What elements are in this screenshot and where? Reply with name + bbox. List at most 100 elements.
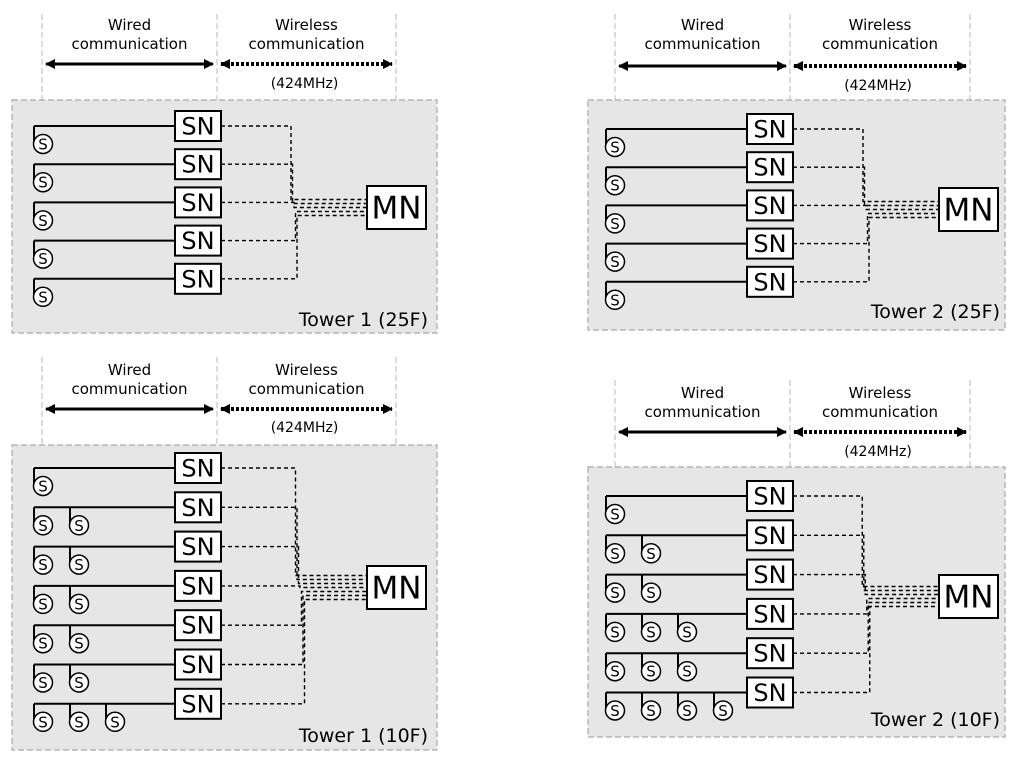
sensor-node: S: [676, 621, 698, 643]
sensor-label: S: [610, 291, 620, 309]
sub-node-box: [174, 530, 222, 563]
sensor-node: S: [32, 711, 54, 733]
main-node-box: [366, 565, 427, 610]
sub-node-label: SN: [181, 651, 214, 679]
main-node-box: [366, 185, 427, 230]
sub-node-label: SN: [753, 600, 786, 628]
wired-label: Wired: [108, 16, 151, 34]
sensor-label: S: [610, 623, 620, 641]
sensor-icon: [640, 582, 662, 603]
wired-label: Wired: [681, 16, 724, 34]
frequency-label: (424MHz): [271, 420, 339, 436]
wireless-link: [793, 597, 939, 615]
sensor-node: S: [604, 174, 626, 196]
wireless-link: [221, 125, 367, 201]
sensor-label: S: [38, 478, 48, 496]
sub-node-label: SN: [181, 189, 214, 217]
sub-node-label: SN: [753, 154, 786, 182]
sensor-label: S: [610, 506, 620, 524]
wired-label: Wired: [681, 384, 724, 402]
sensor-icon: [68, 672, 90, 693]
panel-background: [587, 99, 1006, 331]
main-node-label: MN: [944, 580, 994, 616]
sensor-label: S: [646, 663, 656, 681]
sub-node-box: [174, 609, 222, 642]
wireless-link: [221, 163, 367, 205]
wireless-label: Wireless: [275, 16, 338, 34]
sensor-label: S: [610, 663, 620, 681]
sub-node-box: [746, 113, 794, 145]
sub-node-label: SN: [181, 533, 214, 561]
sensor-icon: [676, 660, 698, 682]
sensor-icon: [676, 621, 698, 643]
sub-node: SN: [174, 491, 222, 524]
sensor-label: S: [682, 663, 692, 681]
sub-node-box: [746, 558, 794, 591]
wireless-link: [793, 166, 939, 207]
sensor-icon: [32, 475, 54, 497]
sensor-label: S: [74, 674, 84, 692]
sensor-node: S: [604, 136, 626, 158]
sensor-node: S: [676, 700, 698, 721]
sensor-label: S: [110, 713, 120, 731]
sensor-icon: [68, 711, 90, 733]
wireless-label: communication: [248, 35, 364, 53]
wireless-link: [221, 598, 367, 705]
sub-node-label: SN: [181, 455, 214, 483]
wireless-link: [221, 201, 367, 209]
sub-node: SN: [746, 151, 794, 184]
main-node-label: MN: [372, 191, 422, 227]
sensor-label: S: [610, 702, 620, 720]
sensor-label: S: [646, 545, 656, 563]
sensor-icon: [604, 660, 626, 682]
sub-node: SN: [746, 480, 794, 512]
sensor-label: S: [74, 595, 84, 613]
sub-node-box: [746, 676, 794, 709]
sensor-node: S: [676, 660, 698, 682]
sensor-label: S: [610, 253, 620, 271]
sensor-node: S: [32, 171, 54, 193]
sensor-label: S: [38, 136, 48, 154]
sub-node-label: SN: [181, 113, 214, 141]
sub-node-label: SN: [181, 227, 214, 255]
sensor-node: S: [604, 621, 626, 643]
sensor-icon: [604, 136, 626, 158]
sub-node-box: [746, 151, 794, 184]
sensor-icon: [68, 554, 90, 575]
sub-node-box: [174, 648, 222, 681]
sensor-icon: [604, 700, 626, 721]
sensor-node: S: [32, 210, 54, 231]
sensor-label: S: [38, 595, 48, 613]
sensor-label: S: [682, 623, 692, 641]
tower-label: Tower 1 (25F): [298, 309, 428, 331]
frequency-label: (424MHz): [844, 78, 912, 94]
sub-node-box: [746, 227, 794, 260]
wireless-label: communication: [248, 380, 364, 398]
sub-node-label: SN: [753, 679, 786, 707]
sensor-label: S: [74, 556, 84, 574]
wireless-link: [221, 506, 367, 581]
sensor-node: S: [604, 251, 626, 272]
sub-node-box: [746, 189, 794, 222]
wireless-link: [221, 467, 367, 577]
main-node-label: MN: [372, 571, 422, 607]
sensor-node: S: [68, 711, 90, 733]
wireless-link: [793, 605, 939, 694]
sub-node: SN: [174, 609, 222, 642]
sub-node-label: SN: [753, 561, 786, 589]
sensor-label: S: [610, 139, 620, 157]
wired-label: communication: [71, 380, 187, 398]
sub-node-box: [174, 262, 222, 295]
sensor-node: S: [68, 632, 90, 654]
tower-label: Tower 2 (25F): [870, 301, 1000, 323]
sensor-node: S: [68, 515, 90, 536]
sub-node: SN: [746, 597, 794, 630]
wireless-link: [793, 495, 939, 588]
wired-label: communication: [71, 35, 187, 53]
tower-panel: WiredcommunicationWirelesscommunication(…: [587, 14, 1006, 331]
sensor-label: S: [38, 635, 48, 653]
sensor-icon: [32, 286, 54, 308]
main-node: MN: [366, 565, 427, 610]
sub-node-box: [746, 265, 794, 298]
